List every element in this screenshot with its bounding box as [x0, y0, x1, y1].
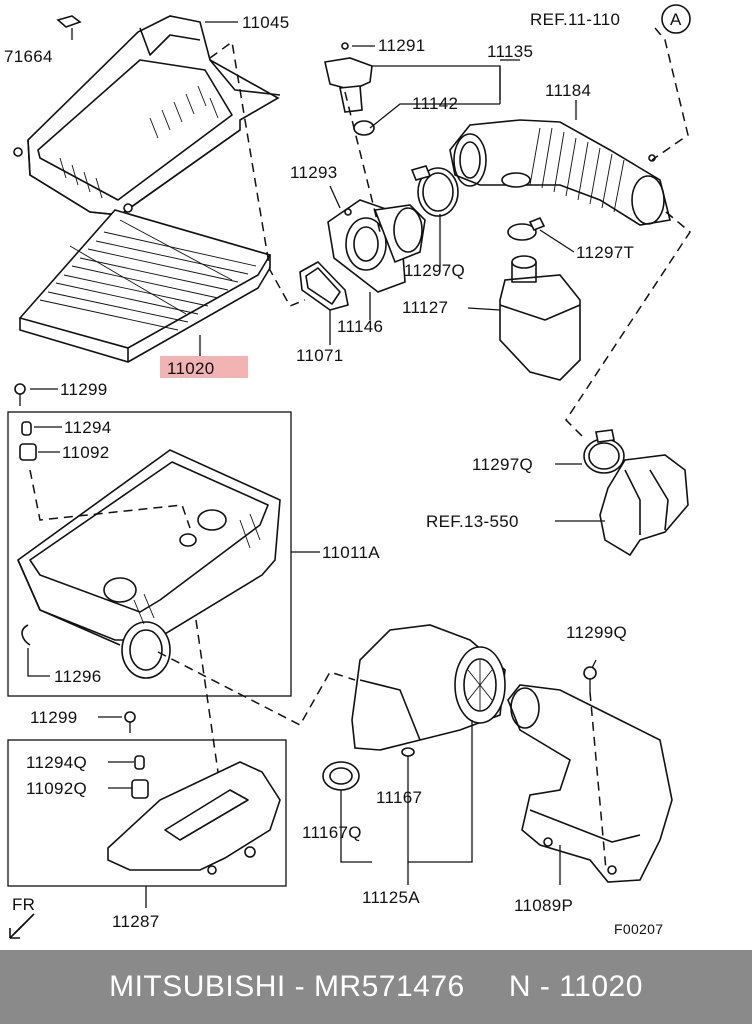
footer-gap: [465, 970, 509, 1004]
label-11294: 11294: [64, 418, 112, 437]
intake-hose: [449, 119, 671, 226]
figure-code: F00207: [614, 921, 663, 937]
label-71664: 71664: [4, 47, 53, 66]
label-11297Q-top: 11297Q: [404, 261, 465, 280]
label-fr: FR: [12, 895, 35, 914]
ref-circle-a: [661, 4, 691, 34]
parts-diagram: 71664 11045 11291 11135 REF.11-110 A 111…: [4, 4, 691, 939]
label-11125A: 11125A: [362, 888, 420, 907]
grommet-11092: [19, 443, 37, 461]
label-11184: 11184: [545, 81, 591, 100]
air-cleaner-case: [17, 449, 281, 679]
label-11146: 11146: [337, 317, 383, 336]
bracket-11287: [107, 761, 281, 875]
footer-ref: N - 11020: [508, 970, 643, 1003]
leader-lines: [27, 21, 605, 908]
label-11135: 11135: [487, 42, 533, 61]
label-11291: 11291: [378, 36, 426, 55]
gasket-11071: [299, 261, 349, 311]
clamp-11297T: [507, 216, 546, 241]
label-ref-13-550: REF.13-550: [426, 512, 519, 531]
group-box-11287: [7, 739, 287, 887]
duct-11089P: [507, 684, 673, 883]
clamp-11297Q-mid: [583, 429, 625, 474]
highlight-box: [160, 356, 248, 378]
label-11293: 11293: [290, 163, 338, 182]
label-11020: 11020: [167, 359, 215, 378]
label-11011A: 11011A: [322, 543, 380, 562]
label-11142: 11142: [412, 94, 458, 113]
footer-separator: -: [285, 970, 314, 1003]
clip-11296: [21, 624, 31, 646]
label-11045: 11045: [242, 13, 290, 32]
grommet-11294Q: [134, 755, 145, 770]
clamp-11297Q-top: [410, 165, 459, 217]
grommet-11092Q: [131, 779, 149, 799]
bolt-11299-top: [14, 383, 26, 406]
air-cleaner-cover: [13, 15, 281, 216]
airflow-housing: [327, 199, 426, 293]
label-11299-mid: 11299: [30, 708, 78, 727]
label-11287: 11287: [112, 912, 160, 931]
label-11092Q: 11092Q: [26, 779, 87, 798]
label-11127: 11127: [402, 298, 448, 317]
label-11297T: 11297T: [576, 243, 634, 262]
bolt-11299-mid: [124, 711, 136, 733]
label-11071: 11071: [296, 346, 344, 365]
footer-part-number: MR571476: [313, 970, 465, 1003]
grommet-11294: [21, 421, 32, 436]
part-labels: 71664 11045 11291 11135 REF.11-110 A 111…: [4, 10, 682, 937]
label-11167: 11167: [376, 788, 422, 807]
label-11297Q-mid: 11297Q: [472, 455, 533, 474]
label-ref-a: A: [670, 10, 682, 29]
clip-71664: [56, 15, 82, 28]
dashed-lines: [29, 27, 691, 871]
label-11296: 11296: [54, 667, 102, 686]
group-box-11011A: [7, 411, 292, 697]
resonator-11127: [499, 255, 581, 381]
front-arrow-icon: [9, 913, 35, 939]
air-filter-element: [18, 209, 272, 363]
label-11089P: 11089P: [514, 896, 573, 915]
label-11294Q: 11294Q: [26, 753, 87, 772]
label-11167Q: 11167Q: [302, 823, 362, 842]
label-11299Q: 11299Q: [566, 623, 627, 642]
bolt-11299Q: [583, 666, 597, 692]
label-11299-top: 11299: [60, 380, 108, 399]
sensor-11135: [324, 42, 375, 136]
duct-ref-13-550: [599, 454, 689, 557]
label-ref-11-110: REF.11-110: [530, 10, 620, 29]
air-duct-11125A: [322, 624, 506, 791]
footer-bar: MITSUBISHI - MR571476 N - 11020: [0, 950, 752, 1024]
label-11092: 11092: [62, 443, 110, 462]
footer-brand: MITSUBISHI: [109, 970, 286, 1003]
